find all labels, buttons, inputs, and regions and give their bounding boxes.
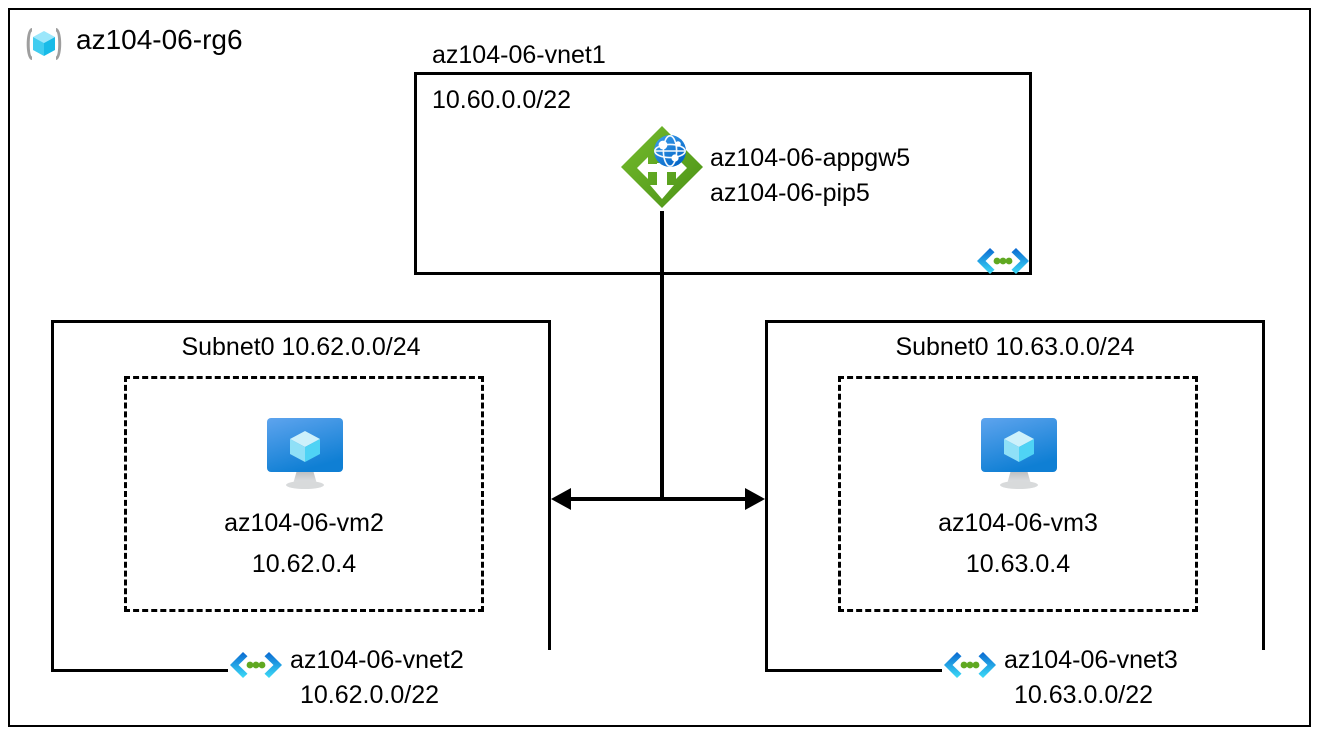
vnet2-label-mask <box>228 650 552 678</box>
vnet3-address-space: 10.63.0.0/22 <box>1014 681 1154 709</box>
page-border <box>8 8 1311 727</box>
vnet2-name-label: az104-06-vnet2 <box>290 646 464 674</box>
vnet3-vm-name-label: az104-06-vm3 <box>938 509 1098 537</box>
resource-group-icon <box>22 22 66 66</box>
vnet1-label-mask <box>428 40 668 72</box>
vnet2-vm-ip-label: 10.62.0.4 <box>251 550 357 578</box>
vnet2-virtual-network-icon <box>228 650 284 680</box>
resource-group-label: az104-06-rg6 <box>76 24 243 55</box>
vnet1-box <box>414 72 1032 275</box>
application-gateway-icon <box>618 123 706 211</box>
peering-arrow-line <box>568 497 748 501</box>
vnet2-virtual-machine-icon <box>257 412 353 492</box>
peering-arrow-head-left <box>551 488 571 510</box>
vnet1-virtual-network-icon <box>975 246 1031 276</box>
vnet1-address-space: 10.60.0.0/22 <box>432 86 572 114</box>
vnet3-virtual-machine-icon <box>971 412 1067 492</box>
vnet1-name-label: az104-06-vnet1 <box>432 41 606 69</box>
vnet2-vm-name-label: az104-06-vm2 <box>224 509 384 537</box>
vnet3-vm-ip-label: 10.63.0.4 <box>965 550 1071 578</box>
appgw-pip-label: az104-06-pip5 <box>710 179 870 207</box>
vnet2-address-space: 10.62.0.0/22 <box>300 681 440 709</box>
peering-arrow-head-right <box>745 488 765 510</box>
vnet2-subnet-dashed-box <box>124 376 484 612</box>
vnet3-label-mask <box>942 650 1266 678</box>
vnet2-subnet-label: Subnet0 10.62.0.0/24 <box>181 333 421 361</box>
vnet3-virtual-network-icon <box>942 650 998 680</box>
vnet3-name-label: az104-06-vnet3 <box>1004 646 1178 674</box>
vnet3-subnet-dashed-box <box>838 376 1198 612</box>
vnet3-subnet-label: Subnet0 10.63.0.0/24 <box>895 333 1135 361</box>
appgw-backend-link-line <box>660 211 664 501</box>
appgw-name-label: az104-06-appgw5 <box>710 144 911 172</box>
